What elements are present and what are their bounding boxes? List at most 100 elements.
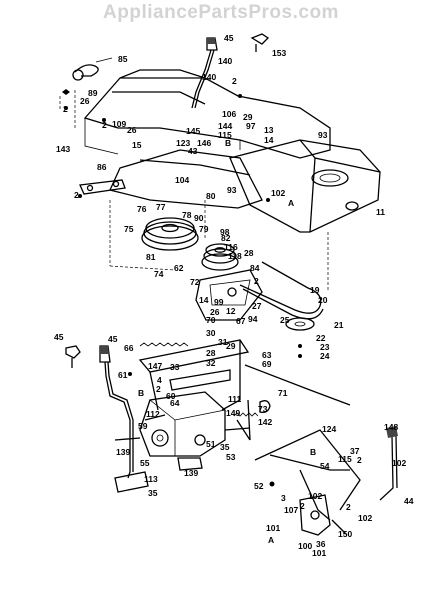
callout-147: 147	[148, 361, 162, 371]
callout-69: 69	[262, 359, 272, 369]
frame-11[interactable]	[229, 139, 381, 233]
callout-90: 90	[194, 213, 204, 223]
callout-118: 118	[228, 251, 242, 261]
callout-59: 59	[138, 421, 148, 431]
callout-28: 28	[244, 248, 254, 258]
callout-142: 142	[258, 417, 272, 427]
knob-153[interactable]	[250, 33, 270, 52]
callout-72: 72	[190, 277, 200, 287]
callout-2: 2	[346, 502, 351, 512]
pulley-21[interactable]	[285, 317, 315, 331]
transaxle[interactable]	[114, 391, 251, 457]
callout-2: 2	[74, 190, 79, 200]
callout-123: 123	[176, 138, 190, 148]
bracket-86[interactable]	[79, 179, 126, 195]
callout-B: B	[310, 447, 316, 457]
callout-144: 144	[218, 121, 232, 131]
callout-86: 86	[97, 162, 107, 172]
callout-75: 75	[124, 224, 134, 234]
belt-20[interactable]	[239, 261, 324, 320]
callout-148: 148	[384, 422, 398, 432]
callout-70: 70	[206, 315, 216, 325]
rod-149[interactable]	[144, 414, 166, 421]
callout-111: 111	[228, 394, 242, 404]
callout-104: 104	[175, 175, 189, 185]
callout-145: 145	[186, 126, 200, 136]
callout-106: 106	[222, 109, 236, 119]
spring-66[interactable]	[139, 342, 189, 347]
knob-45b[interactable]	[65, 345, 81, 368]
pulley-75[interactable]	[141, 217, 199, 251]
callout-115: 115	[218, 130, 232, 140]
callout-80: 80	[206, 191, 216, 201]
rod-71[interactable]	[244, 364, 351, 406]
clip-73[interactable]	[259, 400, 271, 414]
callout-124: 124	[322, 424, 336, 434]
frame-rod-assembly[interactable]	[138, 339, 250, 411]
callout-B: B	[225, 138, 231, 148]
callout-45: 45	[224, 33, 234, 43]
callout-66: 66	[124, 343, 134, 353]
callout-116: 116	[224, 242, 238, 252]
callout-82: 82	[221, 233, 231, 243]
callout-15: 15	[132, 140, 142, 150]
callout-67: 67	[236, 316, 246, 326]
fasteners	[64, 94, 302, 487]
clutch-bracket[interactable]	[195, 269, 263, 321]
callout-26: 26	[127, 125, 137, 135]
callout-81: 81	[146, 252, 156, 262]
cable-85[interactable]	[72, 57, 113, 81]
callout-109: 109	[112, 119, 126, 129]
callout-13: 13	[264, 125, 274, 135]
callout-113: 113	[144, 474, 158, 484]
callout-23: 23	[320, 342, 330, 352]
callout-93: 93	[318, 130, 328, 140]
callout-36: 36	[316, 539, 326, 549]
callout-43: 43	[188, 146, 198, 156]
callout-89: 89	[88, 88, 98, 98]
spring-rod-53[interactable]	[247, 399, 251, 441]
spring-142[interactable]	[233, 412, 259, 441]
callout-146: 146	[197, 138, 211, 148]
callout-A: A	[288, 198, 294, 208]
deck-plate-104[interactable]	[109, 149, 263, 209]
bracket-107[interactable]	[299, 494, 347, 536]
callout-150: 150	[338, 529, 352, 539]
callout-labels: 45 140 153 85 89 26 2 140 2 106 29 97 13…	[54, 33, 414, 558]
body-panel-143[interactable]	[83, 69, 331, 159]
callout-85: 85	[118, 54, 128, 64]
callout-101: 101	[266, 523, 280, 533]
callout-140: 140	[202, 72, 216, 82]
pulley-82[interactable]	[201, 243, 239, 271]
callout-102: 102	[308, 491, 322, 501]
callout-99: 99	[214, 297, 224, 307]
callout-12: 12	[226, 306, 236, 316]
mount-139b[interactable]	[177, 457, 203, 471]
callout-76: 76	[137, 204, 147, 214]
shift-lever-left[interactable]	[99, 345, 134, 479]
callout-140: 140	[218, 56, 232, 66]
callout-102: 102	[358, 513, 372, 523]
callout-139: 139	[184, 468, 198, 478]
callout-21: 21	[334, 320, 344, 330]
callout-19: 19	[310, 285, 320, 295]
callout-71: 71	[278, 388, 288, 398]
lever-148[interactable]	[379, 426, 398, 501]
callout-102: 102	[392, 458, 406, 468]
linkage-124[interactable]	[254, 429, 361, 521]
callout-2: 2	[300, 501, 305, 511]
callout-97: 97	[246, 121, 256, 131]
callout-54: 54	[320, 461, 330, 471]
callout-3: 3	[281, 493, 286, 503]
callout-37: 37	[350, 446, 360, 456]
callout-45: 45	[54, 332, 64, 342]
callout-45: 45	[108, 334, 118, 344]
callout-26: 26	[80, 96, 90, 106]
bracket-55[interactable]	[114, 471, 149, 493]
callout-22: 22	[316, 333, 326, 343]
callout-101: 101	[312, 548, 326, 558]
callout-107: 107	[284, 505, 298, 515]
callout-84: 84	[250, 263, 260, 273]
callout-64: 64	[170, 398, 180, 408]
